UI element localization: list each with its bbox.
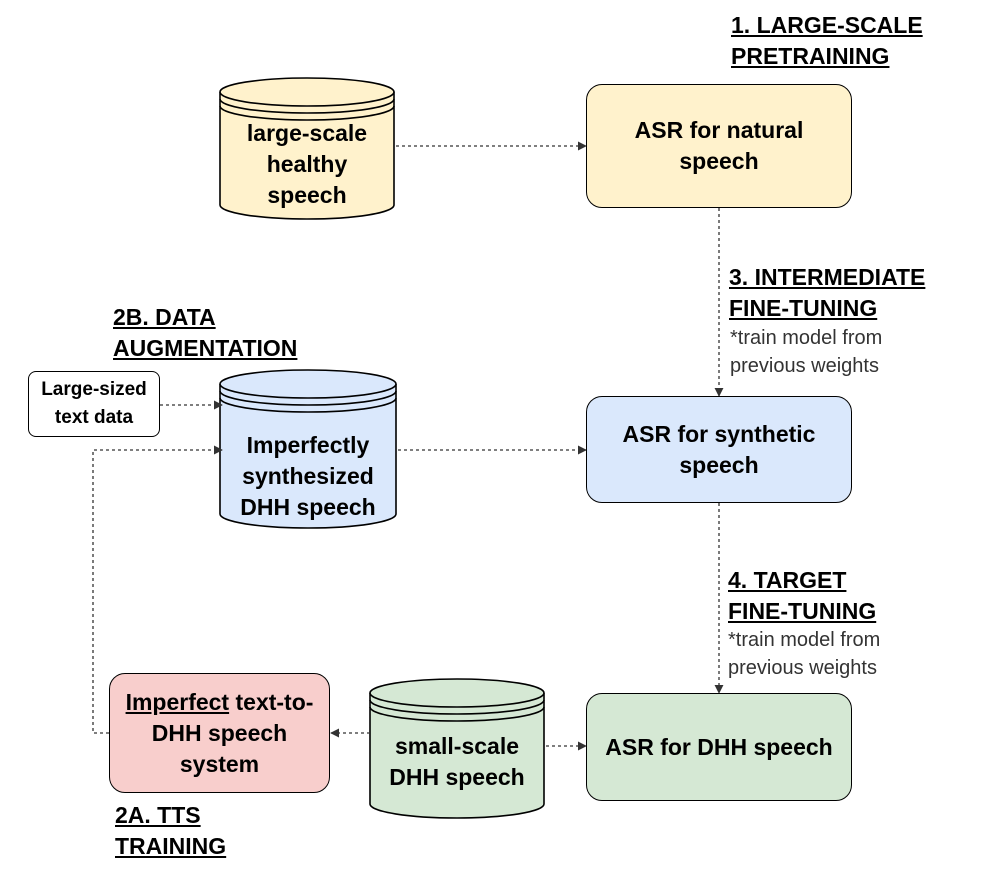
tts-system-box: Imperfect text-to- DHH speech system bbox=[109, 673, 330, 793]
cylinder-small-shape bbox=[369, 678, 545, 819]
cylinder-healthy-shape bbox=[219, 77, 395, 220]
cylinder-synthetic-shape bbox=[219, 369, 397, 529]
model-asr-dhh: ASR for DHH speech bbox=[586, 693, 852, 801]
arrow-tts-to-synthetic bbox=[92, 445, 223, 734]
tts-emphasis: Imperfect bbox=[125, 688, 230, 715]
